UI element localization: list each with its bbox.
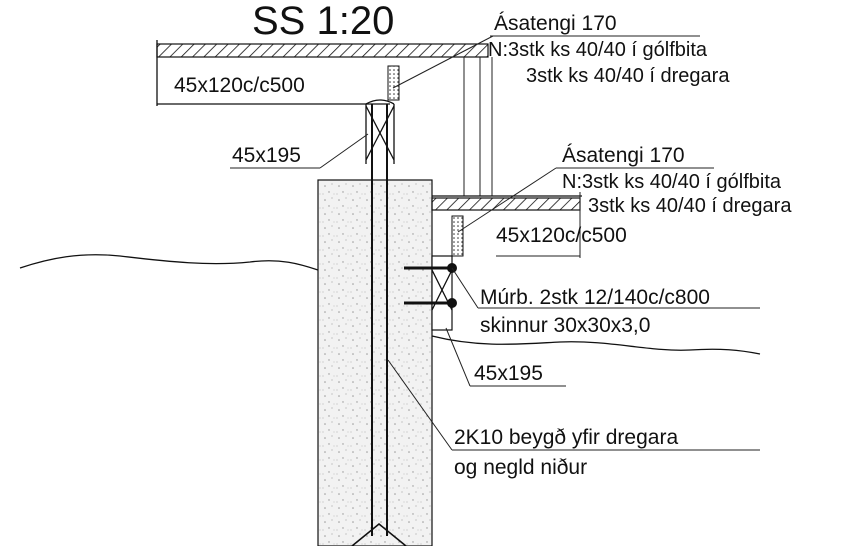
upper-connector-plate [387,65,400,101]
upper-connector-nail-line-2: 3stk ks 40/40 í dregara [526,65,730,87]
lower-connector-nail-line-2: 3stk ks 40/40 í dregara [588,195,792,217]
lower-floor-deck [431,197,581,211]
scale-title: SS 1:20 [252,0,394,43]
ground-line-right [431,335,761,355]
anchor-leader [451,267,479,309]
lower-beam-leader [445,327,471,387]
upper-connector-leader [392,35,494,89]
upper-joist-label: 45x120c/c500 [174,74,305,97]
lower-connector-title: Ásatengi 170 [562,144,685,167]
upper-beam-label: 45x195 [232,144,301,167]
upper-beam-leader [319,133,369,169]
lower-beam [431,255,453,331]
upper-beam-cross-b [365,105,395,161]
anchor-bolt-lower-nut [447,298,457,308]
lower-connector-plate [451,215,464,257]
rebar-label-line-2: og negld niður [454,456,587,479]
lower-beam-label: 45x195 [474,362,543,385]
concrete-foundation-wall [317,179,433,546]
lower-connector-nail-line-1: N:3stk ks 40/40 í gólfbita [562,171,782,193]
anchor-plates-label: skinnur 30x30x3,0 [480,314,650,337]
rebar-leader [387,359,453,451]
ground-line-left [19,254,319,271]
upper-connector-nail-line-1: N:3stk ks 40/40 í gólfbita [488,39,708,61]
anchor-bolts-label: Múrb. 2stk 12/140c/c800 [480,286,710,309]
lower-joist-label: 45x120c/c500 [496,224,627,247]
upper-beam-top [365,99,395,105]
rebar-bottom-bend [351,522,407,546]
lower-connector-leader [457,167,557,233]
rebar-label-line-1: 2K10 beygð yfir dregara [454,426,678,449]
upper-connector-title: Ásatengi 170 [494,12,617,35]
upper-floor-deck [156,43,489,58]
